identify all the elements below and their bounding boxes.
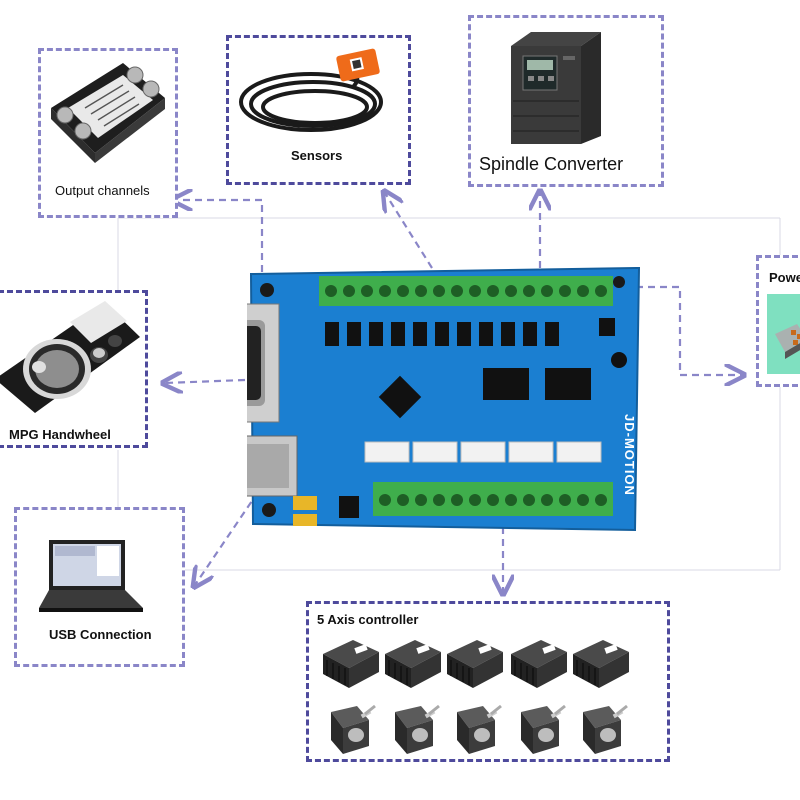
output-channels-label: Output channels [55, 183, 150, 198]
solid-state-relay-icon [51, 63, 165, 163]
arrow-usb-connection [195, 491, 259, 585]
axis-controller-label: 5 Axis controller [317, 612, 419, 627]
arrow-sensors [385, 193, 433, 269]
board-label: JD-MOTION [622, 414, 637, 496]
arrow-mpg-handwheel [165, 380, 246, 383]
mpg-handwheel-label: MPG Handwheel [9, 427, 111, 442]
stepper-drivers-and-motors-icon [323, 639, 630, 756]
mpg-handwheel-box: MPG Handwheel [0, 290, 148, 448]
proximity-sensor-icon [239, 48, 383, 132]
power-label: Powe [769, 270, 800, 285]
spindle-converter-box: Spindle Converter [468, 15, 664, 187]
arrow-power [636, 285, 742, 375]
axis-controller-box: 5 Axis controller [306, 601, 670, 762]
sensors-label: Sensors [291, 148, 343, 163]
usb-connection-label: USB Connection [49, 627, 152, 642]
output-channels-box: Output channels [38, 48, 178, 218]
mpg-handwheel-icon [0, 301, 140, 413]
frequency-inverter-icon [511, 32, 601, 144]
motion-control-board: JD-MOTION [247, 266, 641, 532]
sensors-box: Sensors [226, 35, 411, 185]
arrow-output-channels [175, 200, 264, 272]
power-box: Powe [756, 255, 800, 387]
power-supply-icon [767, 294, 800, 374]
usb-connection-box: USB Connection [14, 507, 185, 667]
spindle-converter-label: Spindle Converter [479, 154, 624, 174]
laptop-icon [39, 540, 143, 612]
